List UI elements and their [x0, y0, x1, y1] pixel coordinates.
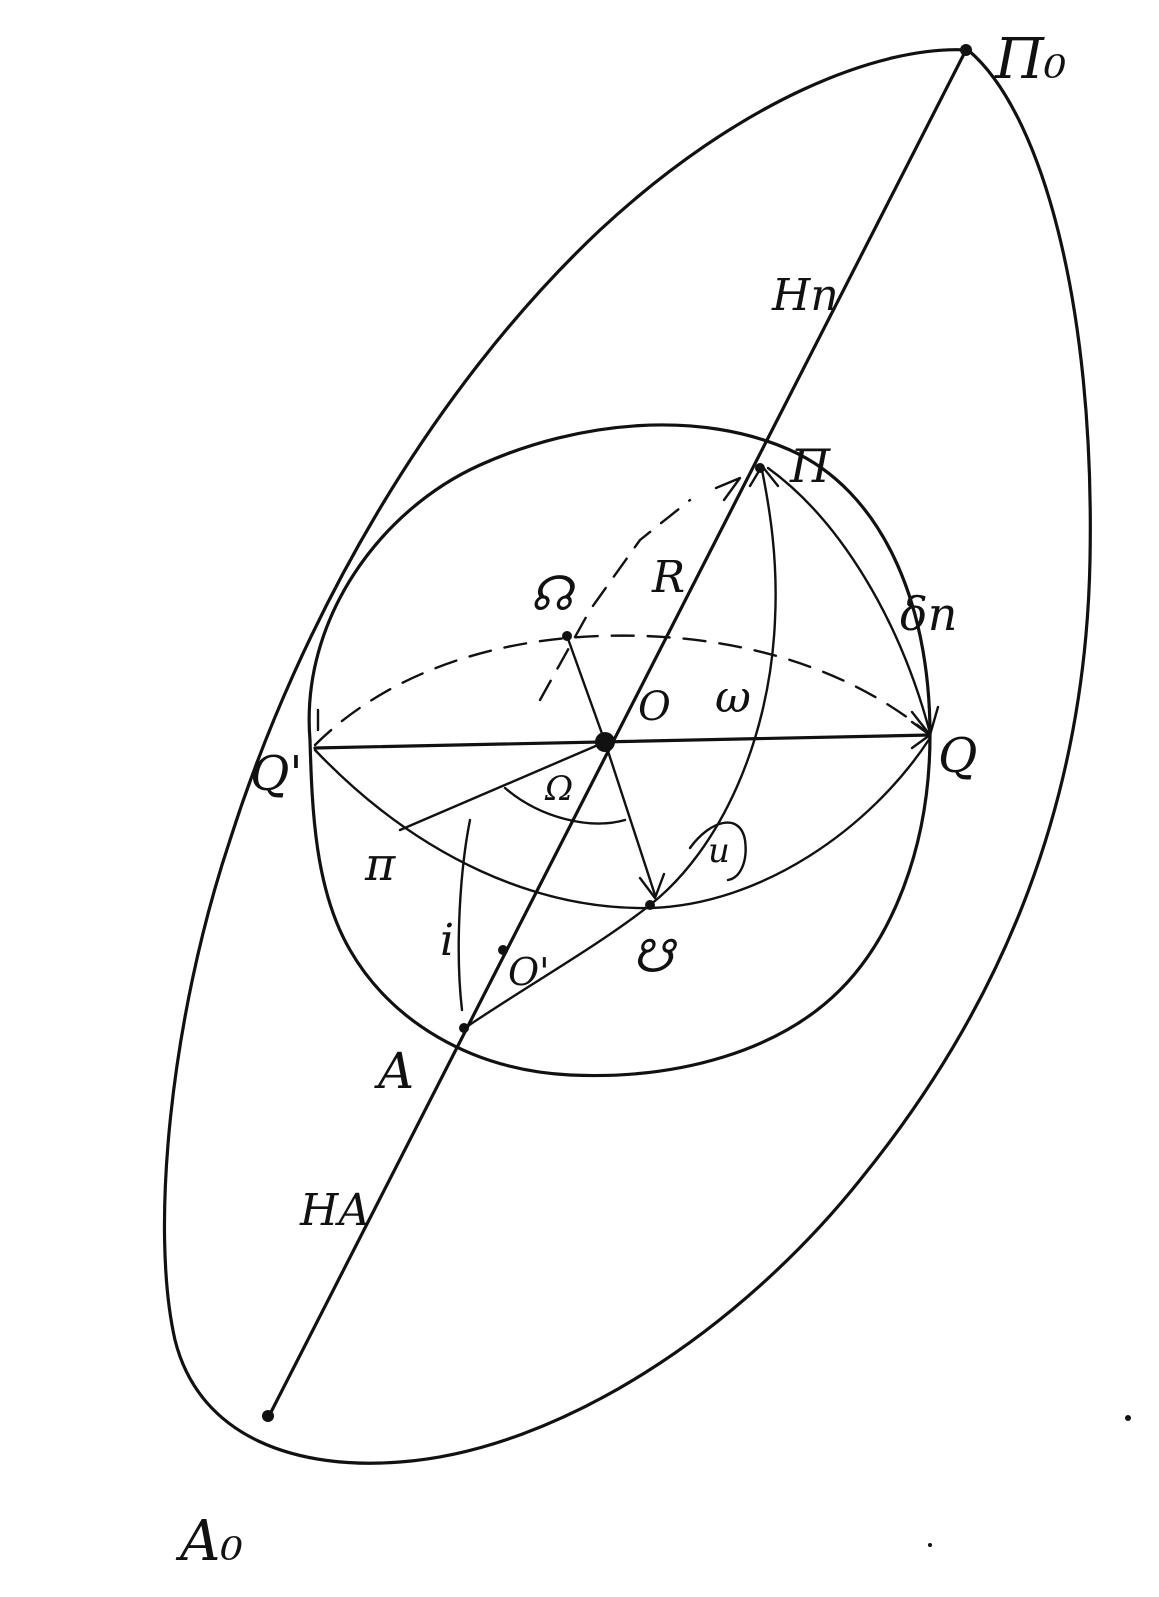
u-angle-arc	[688, 821, 747, 882]
label-pi: Π	[789, 439, 831, 493]
label-pi0: Π₀	[994, 27, 1066, 92]
o-center-point	[595, 732, 615, 752]
label-q-prime: Q'	[250, 746, 303, 802]
vector-to-lower-node	[603, 740, 657, 897]
label-a: A	[374, 1042, 414, 1100]
equator-front-arc	[313, 736, 932, 910]
equator-back-arc	[313, 634, 932, 747]
lower-node-point	[645, 900, 655, 910]
label-u: u	[708, 831, 730, 871]
orbit-great-circle	[460, 468, 777, 1032]
line-of-apsides	[266, 48, 968, 1420]
vector-to-upper-node	[565, 634, 607, 744]
dashed-radius-arrow	[714, 476, 742, 502]
label-omega-cap: Ω	[544, 769, 573, 809]
lower-node-arrow	[638, 872, 666, 900]
o-prime-point	[498, 945, 508, 955]
a0-point	[262, 1410, 274, 1422]
label-perigee-dir: π	[364, 837, 396, 891]
scan-speck	[928, 1543, 932, 1547]
label-o-prime: O'	[508, 950, 550, 994]
outer-orbit	[162, 48, 1092, 1465]
label-delta-pi: δп	[900, 587, 957, 641]
omega-angle-arc	[503, 786, 627, 825]
label-upper-node: ☊	[530, 566, 576, 622]
inclination-arc	[457, 818, 472, 1012]
a-point	[459, 1023, 469, 1033]
pi0-point	[960, 44, 972, 56]
equator-diameter	[313, 733, 932, 750]
label-a0: A₀	[175, 1509, 243, 1574]
label-q: Q	[938, 728, 977, 784]
label-r: R	[651, 552, 685, 603]
label-o: O	[638, 684, 671, 730]
dashed-radius	[538, 498, 692, 702]
label-lower-node: ☋	[632, 929, 678, 983]
pi-point	[755, 463, 765, 473]
arc-pi-q	[766, 466, 932, 735]
vector-to-pi	[398, 740, 607, 832]
label-omega: ω	[715, 672, 751, 723]
arc-pi-q-arrow	[910, 705, 940, 737]
celestial-sphere	[307, 423, 932, 1078]
label-ha: HA	[299, 1185, 370, 1236]
label-hpi: Hп	[771, 270, 839, 321]
label-inclination: i	[440, 915, 454, 966]
upper-node-point	[562, 631, 572, 641]
scan-speck	[1125, 1415, 1131, 1421]
